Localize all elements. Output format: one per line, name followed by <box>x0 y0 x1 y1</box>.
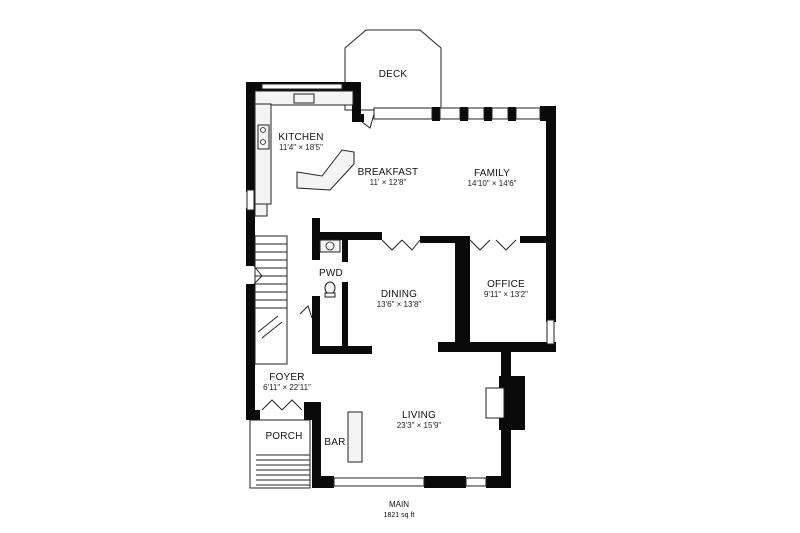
floor-title: MAIN <box>389 500 409 509</box>
room-living: LIVING 23'3" × 15'9" <box>397 410 442 430</box>
powder-fixtures <box>319 239 341 298</box>
room-foyer: FOYER 6'11" × 22'11" <box>263 372 311 392</box>
room-family: FAMILY 14'10" × 14'6" <box>468 168 517 188</box>
room-name: FOYER <box>269 372 304 383</box>
floor-area: 1821 sq ft <box>384 512 415 519</box>
room-breakfast: BREAKFAST 11' × 12'8" <box>358 167 419 187</box>
room-dining: DINING 13'6" × 13'8" <box>377 289 422 309</box>
room-name: PORCH <box>265 431 302 442</box>
fireplace <box>485 376 525 430</box>
room-name: DINING <box>381 289 417 300</box>
plan-footer: MAIN 1821 sq ft <box>384 500 415 519</box>
room-kitchen: KITCHEN 11'4" × 18'5" <box>278 132 323 152</box>
room-office: OFFICE 9'11" × 13'2" <box>484 279 528 299</box>
room-name: FAMILY <box>474 168 510 179</box>
room-pwd: PWD <box>319 268 343 279</box>
exterior-walls <box>246 82 556 488</box>
staircase <box>254 235 288 365</box>
room-dims: 6'11" × 22'11" <box>263 383 311 392</box>
doors <box>253 113 517 411</box>
room-name: KITCHEN <box>278 132 323 143</box>
kitchen-fixtures <box>254 90 355 217</box>
room-dims: 13'6" × 13'8" <box>377 300 422 309</box>
room-dims: 14'10" × 14'6" <box>468 179 517 188</box>
room-name: LIVING <box>402 410 436 421</box>
room-dims: 11'4" × 18'5" <box>279 143 323 152</box>
room-deck: DECK <box>379 69 408 80</box>
windows <box>246 83 555 487</box>
room-name: OFFICE <box>487 279 525 290</box>
room-name: BAR <box>324 437 345 448</box>
deck-outline <box>344 29 442 111</box>
porch-steps <box>249 419 311 489</box>
room-dims: 9'11" × 13'2" <box>484 290 528 299</box>
room-dims: 11' × 12'8" <box>370 178 407 187</box>
room-name: DECK <box>379 69 408 80</box>
bar-counter <box>347 411 363 463</box>
room-name: PWD <box>319 268 343 279</box>
room-dims: 23'3" × 15'9" <box>397 421 442 430</box>
room-porch: PORCH <box>265 431 302 442</box>
room-name: BREAKFAST <box>358 167 419 178</box>
room-bar: BAR <box>324 437 345 448</box>
interior-walls <box>312 218 556 354</box>
